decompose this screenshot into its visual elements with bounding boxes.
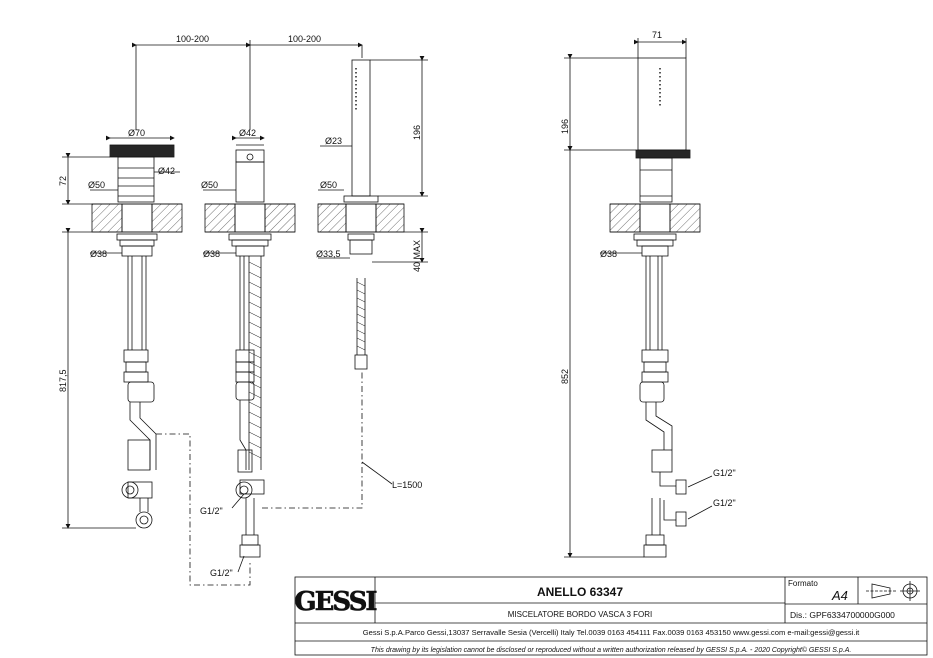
front-view-spout [62, 135, 183, 529]
dim-d50-b: Ø50 [201, 180, 218, 190]
formato-label: Formato [788, 579, 818, 588]
formato-value: A4 [831, 588, 848, 603]
logo-text: GESSI [294, 587, 376, 617]
dim-spacing-2: 100-200 [288, 34, 321, 44]
dim-h852: 852 [560, 369, 570, 384]
dim-spacing-1: 100-200 [176, 34, 209, 44]
dim-d42-top: Ø42 [239, 128, 256, 138]
dim-d38-a: Ø38 [90, 249, 107, 259]
dim-g12-a: G1/2" [200, 506, 223, 516]
dim-g12-c: G1/2" [713, 468, 736, 478]
dim-d38-c: Ø38 [600, 249, 617, 259]
gessi-logo: GESSI [294, 582, 379, 618]
dim-h40max: 40 MAX [412, 240, 422, 272]
dim-h817-5: 817,5 [58, 369, 68, 392]
legal-notice: This drawing by its legislation cannot b… [371, 646, 852, 654]
dim-h196-b: 196 [560, 119, 570, 134]
dim-h72: 72 [58, 176, 68, 186]
dim-d50-a: Ø50 [88, 180, 105, 190]
front-view-handshower [317, 56, 428, 485]
dim-h196-a: 196 [412, 125, 422, 140]
dim-d70: Ø70 [128, 128, 145, 138]
product-name: ANELLO 63347 [537, 585, 623, 599]
title-block [294, 576, 928, 656]
dim-d23: Ø23 [325, 136, 342, 146]
side-view [564, 38, 713, 558]
dimension-labels: 100-200 100-200 Ø70 Ø42 Ø42 Ø23 Ø50 Ø50 … [58, 30, 736, 578]
dim-d33-5: Ø33,5 [316, 249, 341, 259]
spacing-dimension [132, 40, 363, 130]
hose-route-lines [156, 372, 363, 586]
dim-d50-c: Ø50 [320, 180, 337, 190]
product-desc: MISCELATORE BORDO VASCA 3 FORI [508, 610, 652, 619]
dim-l1500: L=1500 [392, 480, 422, 490]
dim-d42-side: Ø42 [158, 166, 175, 176]
company-info: Gessi S.p.A.Parco Gessi,13037 Serravalle… [363, 628, 860, 637]
dim-w71: 71 [652, 30, 662, 40]
dim-d38-b: Ø38 [203, 249, 220, 259]
projection-symbol-icon [866, 581, 920, 601]
drawing-number: Dis.: GPF6334700000G000 [790, 610, 895, 620]
front-view-mixer [203, 135, 296, 558]
dim-g12-d: G1/2" [713, 498, 736, 508]
dim-g12-b: G1/2" [210, 568, 233, 578]
